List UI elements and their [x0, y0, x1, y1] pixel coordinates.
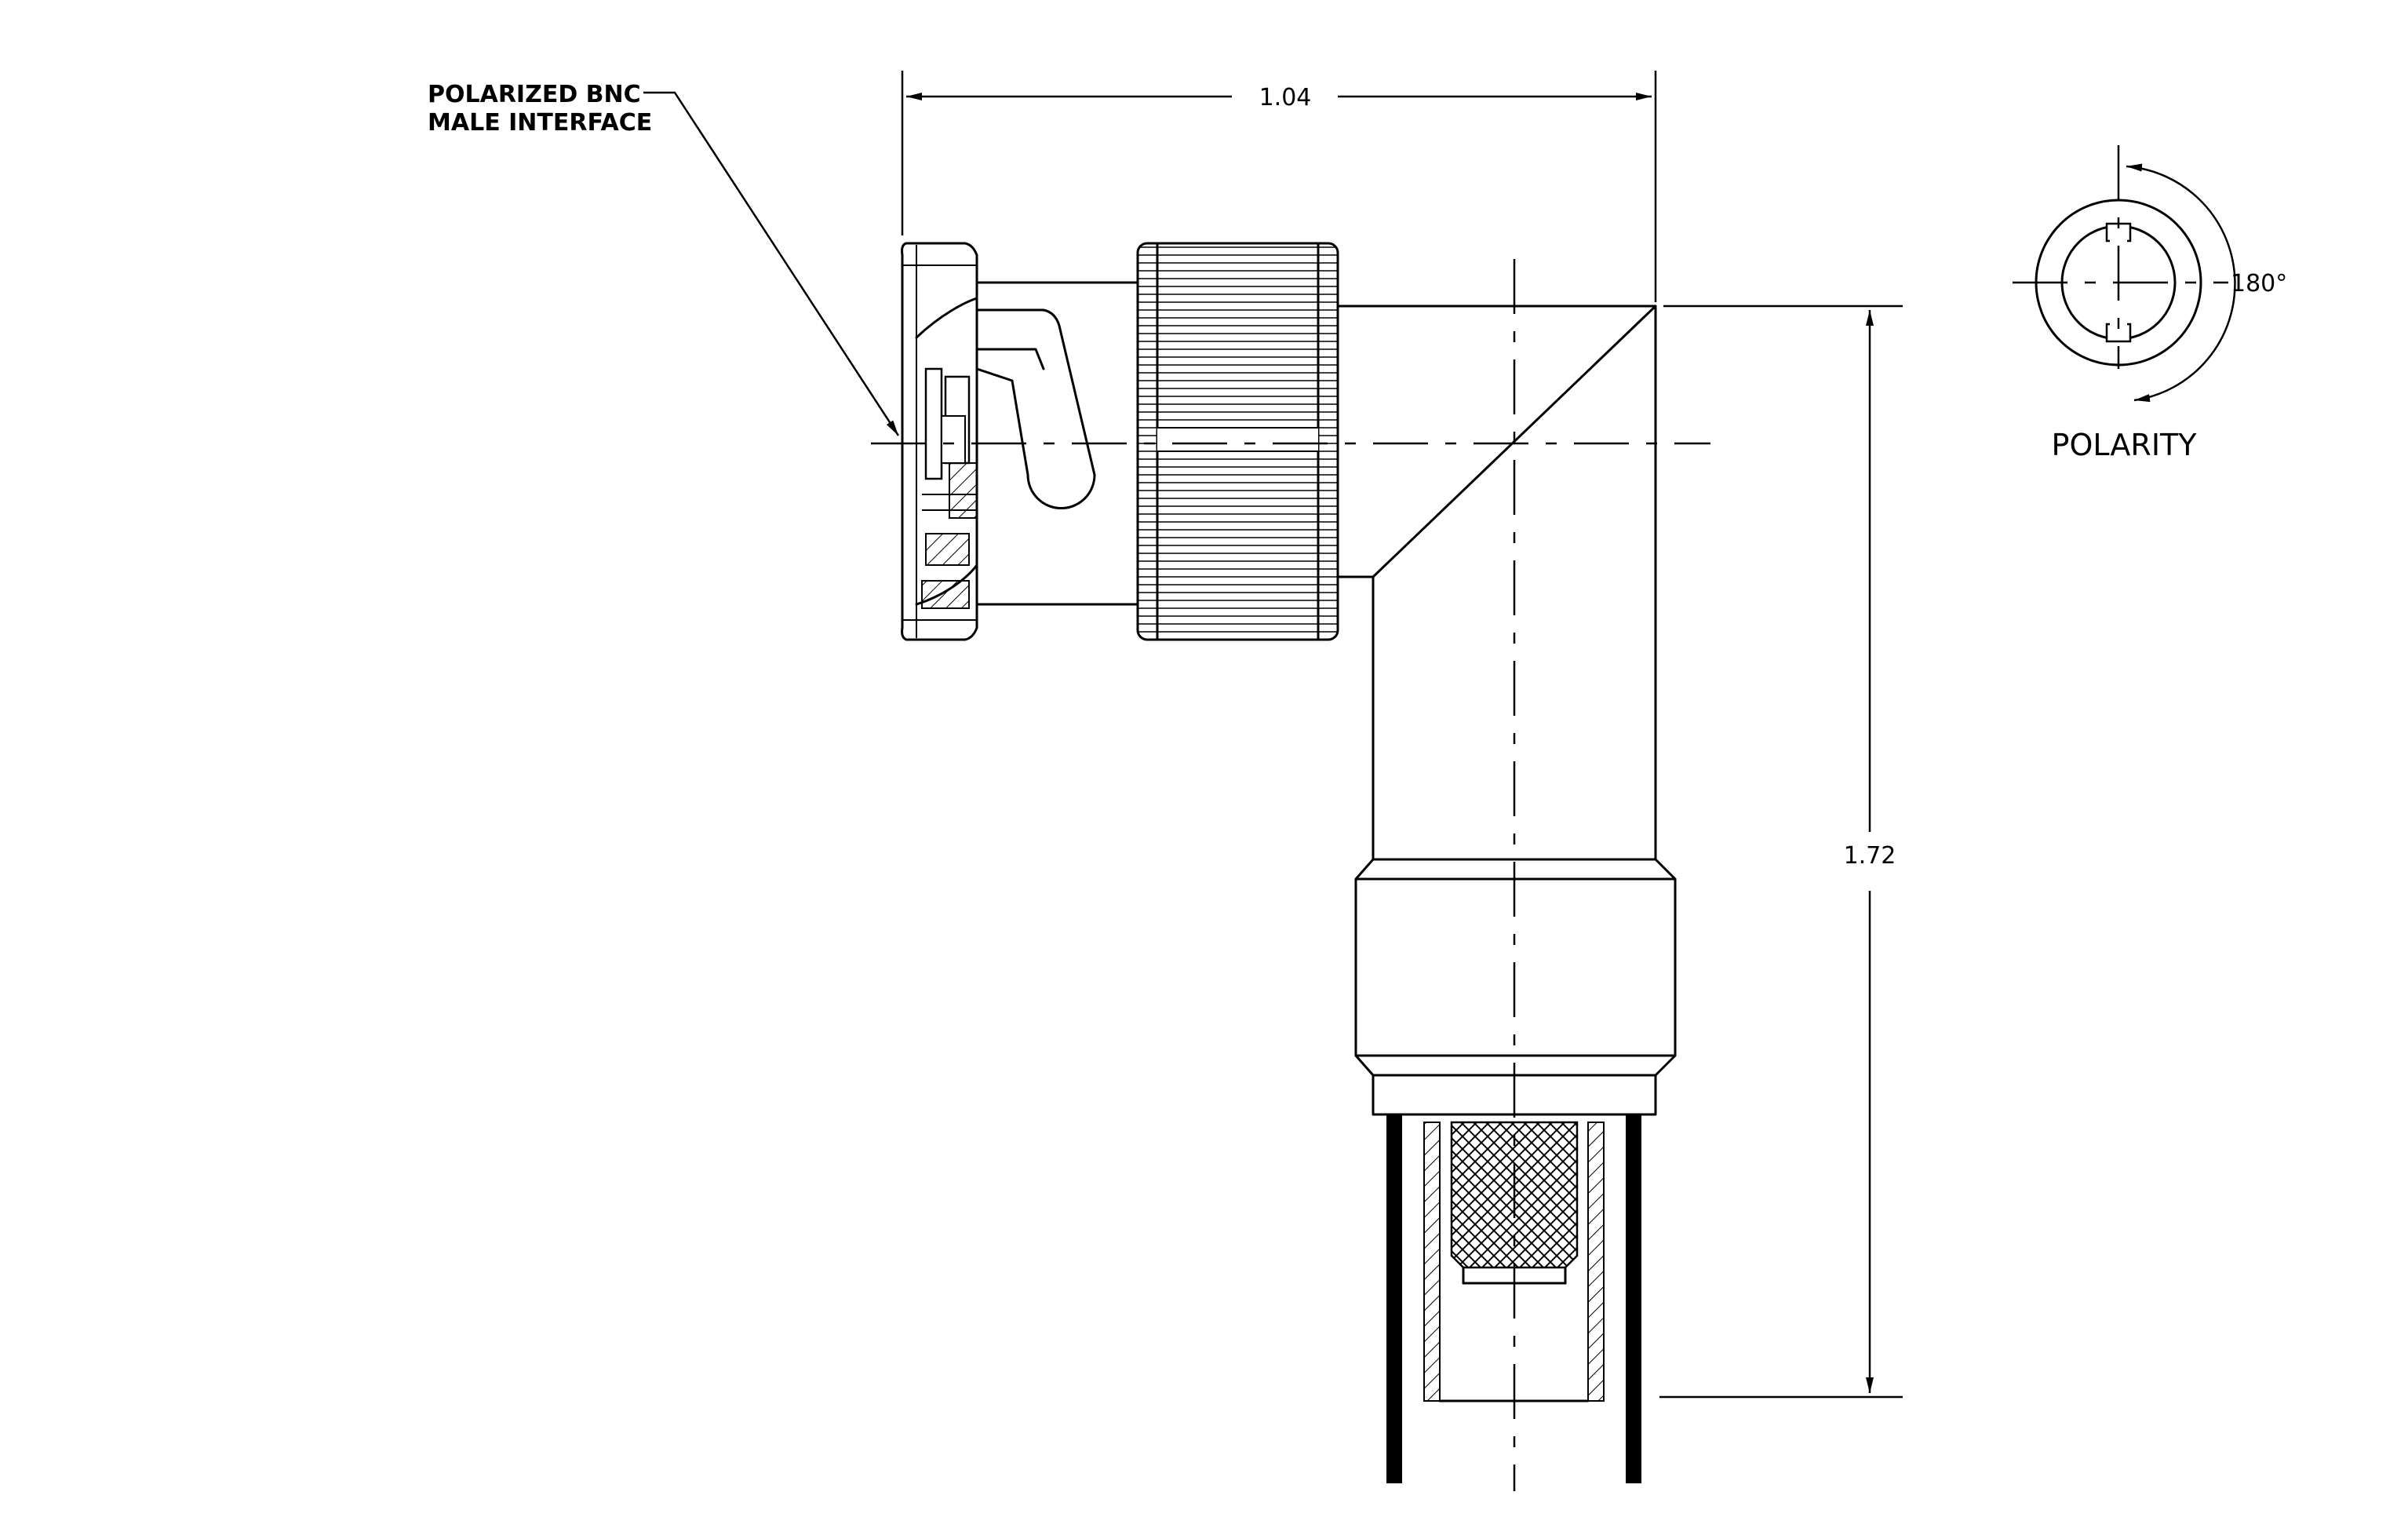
height-dimension: 1.72 [1659, 305, 1903, 1399]
callout-line-1: POLARIZED BNC [428, 81, 641, 108]
connector-body [901, 242, 1677, 1483]
polarity-label: POLARITY [2052, 428, 2198, 462]
callout-line-2: MALE INTERFACE [428, 109, 652, 137]
center-lines [871, 259, 1710, 1491]
width-dimension-label: 1.04 [1259, 84, 1312, 111]
height-dimension-label: 1.72 [1844, 842, 1896, 870]
polarity-view: 180° POLARITY [2013, 145, 2287, 462]
polarity-angle-label: 180° [2231, 270, 2287, 297]
coupling-nut [1136, 242, 1339, 641]
interface-callout: POLARIZED BNC MALE INTERFACE [428, 81, 900, 436]
width-dimension: 1.04 [901, 71, 1657, 302]
